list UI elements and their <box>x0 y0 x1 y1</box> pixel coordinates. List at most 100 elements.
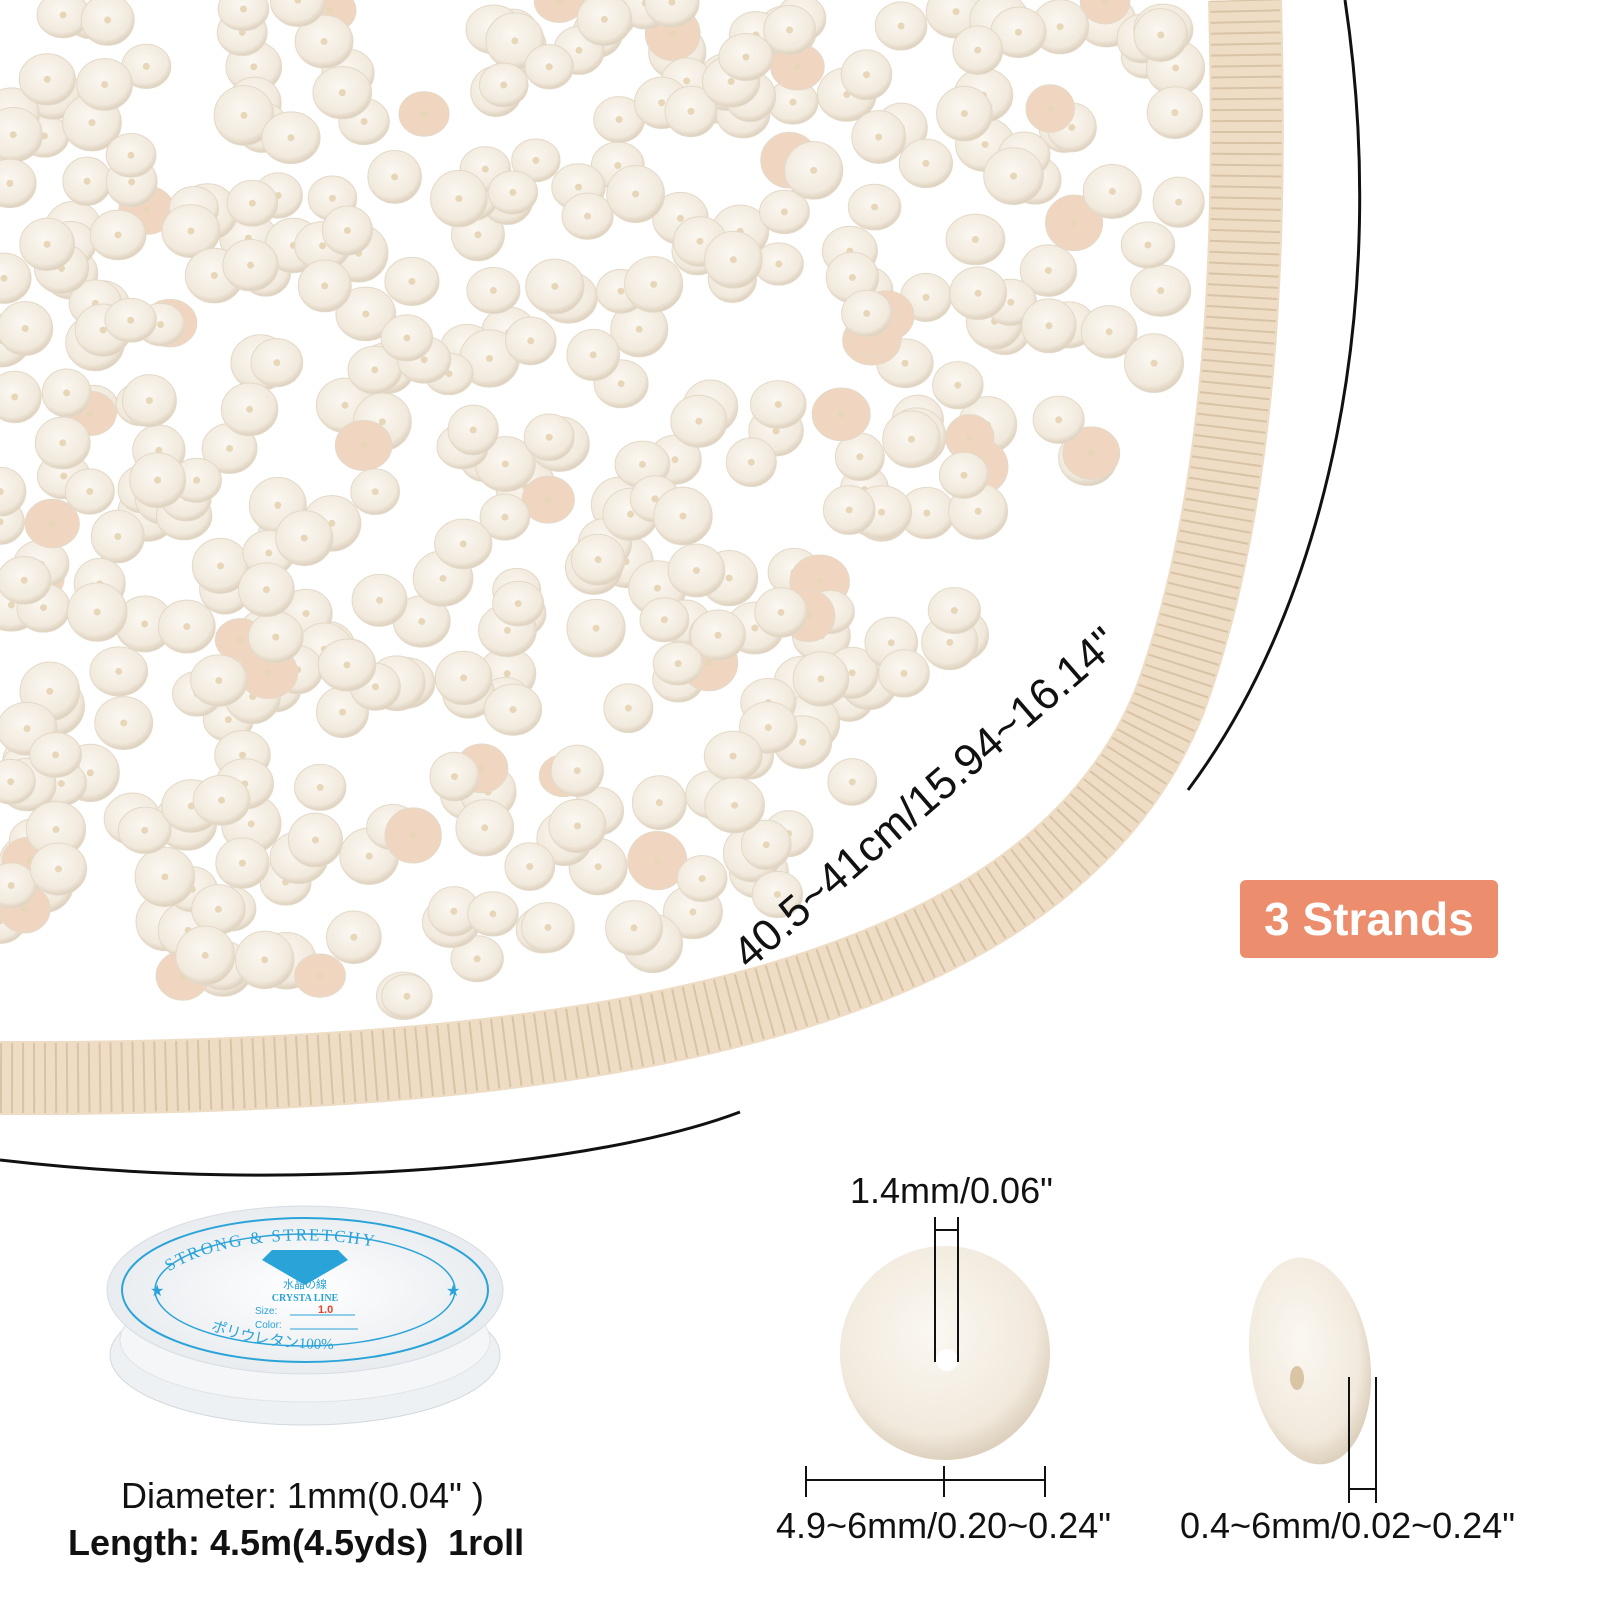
bead-hole <box>658 99 666 107</box>
bead-hole <box>341 401 349 409</box>
bead-hole <box>922 159 930 167</box>
bead-hole <box>600 15 608 23</box>
bead-hole <box>764 724 772 732</box>
bead-hole <box>635 325 643 333</box>
bead-hole <box>272 633 280 641</box>
bead-hole <box>157 321 165 329</box>
bead-hole <box>971 235 979 243</box>
bead-hole <box>187 227 195 235</box>
bead-hole <box>273 359 281 367</box>
bead-hole <box>526 863 534 871</box>
bead-hole <box>128 178 136 186</box>
bead-hole <box>900 669 908 677</box>
bead-hole <box>439 574 447 582</box>
bead-hole <box>1070 219 1078 227</box>
bead-hole <box>501 460 509 468</box>
bead-hole <box>7 778 15 786</box>
bead-hole <box>946 638 954 646</box>
loose-bead <box>0 370 42 424</box>
bead-hole <box>871 203 879 211</box>
loose-bead <box>269 0 327 27</box>
bead-hole <box>1105 328 1113 336</box>
bead-hole <box>908 435 916 443</box>
bead-hole <box>391 173 399 181</box>
bead-hole <box>817 675 825 683</box>
bead-hole <box>478 764 486 772</box>
bead-hole <box>115 667 123 675</box>
bead-hole <box>7 881 15 889</box>
bead-hole <box>311 836 319 844</box>
bead-hole <box>114 533 122 541</box>
bead-hole <box>923 509 931 517</box>
bead-hole <box>1045 322 1053 330</box>
bead-hole <box>481 165 489 173</box>
bead-hole <box>793 63 801 71</box>
bead-hole <box>687 107 695 115</box>
bead-hole <box>338 708 346 716</box>
bead-hole <box>527 337 535 345</box>
bead-hole <box>99 326 107 334</box>
bead-hole <box>727 78 735 86</box>
bead-hole <box>856 453 864 461</box>
bead-hole <box>653 857 661 865</box>
bead-hole <box>420 110 428 118</box>
bead-hole <box>742 53 750 61</box>
bead-hole <box>455 195 463 203</box>
bead-hole <box>362 310 370 318</box>
bead-hole <box>451 773 459 781</box>
bead-hole <box>218 796 226 804</box>
bead-hole <box>343 227 351 235</box>
hole-size-label: 1.4mm/0.06" <box>850 1170 1053 1211</box>
bead-hole <box>210 272 218 280</box>
bead-hole <box>974 507 982 515</box>
bead-hole <box>214 905 222 913</box>
bead-hole <box>789 98 797 106</box>
loose-bead <box>1079 0 1131 25</box>
bead-hole <box>747 458 755 466</box>
bead-hole <box>350 933 358 941</box>
bead-hole <box>264 669 272 677</box>
bead-hole <box>878 508 886 516</box>
bead-hole <box>302 610 310 618</box>
bead-hole <box>54 865 62 873</box>
loose-bead <box>0 252 32 304</box>
bead-hole <box>660 616 668 624</box>
bead-hole <box>695 417 703 425</box>
bead-hole <box>201 951 209 959</box>
bead-hole <box>1007 298 1015 306</box>
bead-hole <box>816 578 824 586</box>
bead-hole <box>1087 449 1095 457</box>
bead-hole <box>327 6 335 14</box>
bead-hole <box>371 488 379 496</box>
bead-hole <box>0 488 4 496</box>
bead-hole <box>638 460 646 468</box>
bead-hole <box>683 77 691 85</box>
bead-hole <box>120 719 128 727</box>
bead-hole <box>360 441 368 449</box>
diamond-logo <box>262 1250 348 1285</box>
bead-hole <box>481 824 489 832</box>
bead-hole <box>459 540 467 548</box>
svg-text:CRYSTA LINE: CRYSTA LINE <box>272 1293 339 1304</box>
bead-hole <box>1010 172 1018 180</box>
bead-hole <box>848 273 856 281</box>
bead-hole <box>460 674 468 682</box>
bead-hole <box>287 134 295 142</box>
bead-hole <box>674 660 682 668</box>
bead-hole <box>88 119 96 127</box>
bead-hole <box>11 393 19 401</box>
bead-hole <box>615 116 623 124</box>
bead-hole <box>1046 105 1054 113</box>
bead-hole <box>714 631 722 639</box>
bead-hole <box>887 639 895 647</box>
bead-hole <box>981 141 989 149</box>
bead-hole <box>248 199 256 207</box>
bead-hole <box>551 282 559 290</box>
bead-hole <box>450 907 458 915</box>
bead-hole <box>848 669 856 677</box>
bead-hole <box>161 873 169 881</box>
bead-hole <box>141 826 149 834</box>
bead-hole <box>250 63 258 71</box>
bead-hole <box>632 190 640 198</box>
